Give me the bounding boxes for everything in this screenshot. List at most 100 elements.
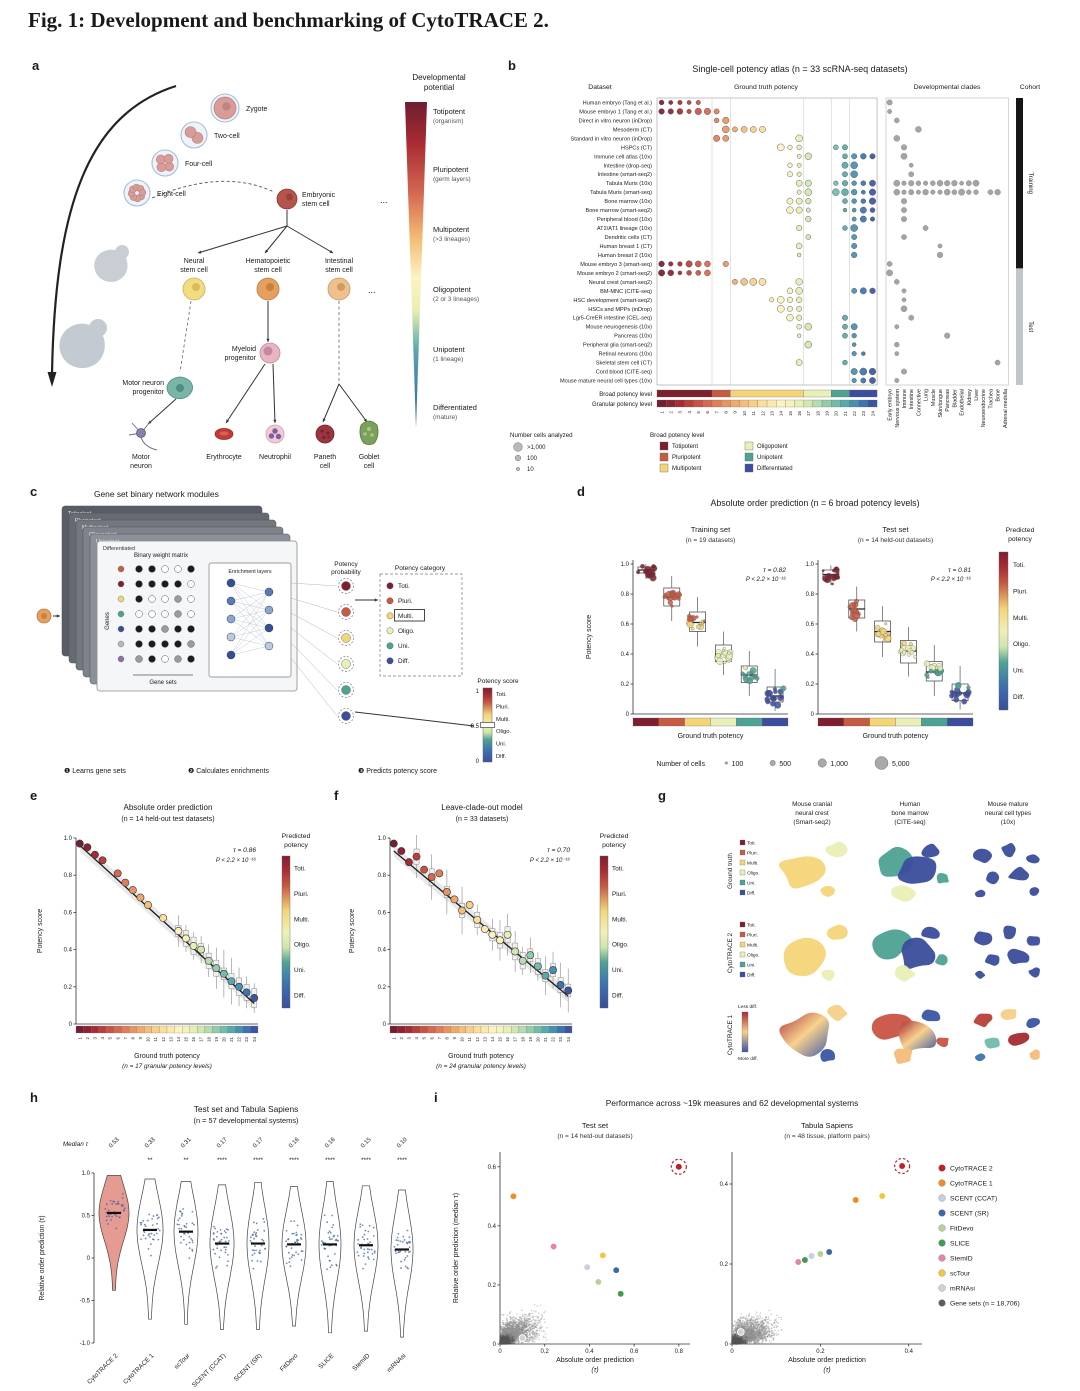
method-label: FitDevo	[279, 1352, 300, 1373]
cloud-point	[526, 1333, 529, 1335]
cloud-point	[512, 1332, 515, 1334]
legend-item: Diff.	[294, 992, 305, 999]
cloud-point	[525, 1325, 527, 1328]
cell-point	[961, 698, 968, 705]
violin-point	[224, 1240, 227, 1243]
violin-point	[259, 1249, 261, 1252]
umap-blob	[936, 1037, 949, 1048]
cloud-point	[524, 1324, 527, 1327]
step-1: ❶ Learns gene sets	[64, 767, 126, 775]
umap-blob	[1026, 854, 1040, 864]
cloud-point	[501, 1328, 503, 1331]
cloud-point	[503, 1328, 505, 1331]
cloud-point	[529, 1329, 532, 1331]
granular-strip	[427, 1025, 436, 1034]
violin-point	[331, 1226, 334, 1229]
clade-label: Immune	[902, 389, 908, 408]
violin-point	[146, 1219, 149, 1222]
cloud-point	[517, 1330, 520, 1333]
cloud-point	[516, 1325, 519, 1328]
cloud-point	[508, 1324, 511, 1327]
cloud-point	[504, 1328, 506, 1330]
cloud-point	[507, 1332, 509, 1335]
legend-item: Multi.	[612, 916, 627, 923]
potency-dot	[695, 270, 702, 276]
tau-value: τ = 0.70	[547, 847, 570, 854]
violin-point	[107, 1209, 110, 1212]
cloud-point	[535, 1319, 537, 1321]
cloud-point	[540, 1317, 543, 1320]
cloud-point	[525, 1329, 528, 1332]
mini-legend-swatch	[739, 869, 746, 876]
cell-point	[764, 690, 772, 697]
violin-point	[292, 1232, 295, 1235]
cell-point	[715, 652, 721, 658]
cloud-point	[515, 1331, 517, 1333]
granular-bar-segment	[831, 399, 841, 408]
mini-legend-label: Multi.	[747, 943, 758, 949]
cloud-point	[503, 1333, 505, 1335]
cloud-point	[513, 1318, 515, 1321]
violin	[390, 1189, 414, 1338]
cloud-point	[525, 1321, 527, 1324]
cloud-point	[522, 1328, 524, 1331]
violin-point	[223, 1236, 226, 1239]
cloud-point	[511, 1336, 514, 1339]
cloud-point	[506, 1330, 509, 1333]
clade-dot	[936, 180, 944, 187]
cloud-point	[502, 1331, 504, 1334]
cloud-point	[517, 1324, 520, 1327]
granular-strip	[106, 1025, 115, 1034]
potency-dot	[851, 234, 858, 240]
violin-point	[293, 1220, 296, 1223]
cloud-point	[510, 1330, 513, 1332]
violin-point	[179, 1241, 182, 1244]
potency-dot	[851, 333, 857, 339]
violin-point	[287, 1251, 290, 1254]
cell-point	[642, 568, 650, 575]
cloud-point	[514, 1337, 516, 1339]
violin-point	[156, 1222, 158, 1225]
cloud-point	[520, 1318, 523, 1320]
cloud-point	[512, 1326, 514, 1328]
y-tick: 0	[383, 1022, 387, 1028]
cloud-point	[526, 1329, 529, 1331]
motor-neuron-label: Motor	[132, 454, 151, 461]
cloud-point	[512, 1334, 515, 1336]
cloud-point	[524, 1325, 527, 1327]
violin	[353, 1185, 379, 1332]
ground-truth-strip	[947, 717, 974, 727]
cloud-point	[524, 1329, 527, 1331]
cloud-point	[517, 1318, 519, 1321]
cloud-point	[544, 1321, 546, 1323]
legend-title: potency	[1008, 536, 1032, 543]
violin-point	[366, 1251, 369, 1254]
cloud-point	[748, 1315, 750, 1318]
granular-bar-segment	[693, 399, 703, 408]
dataset-point	[503, 930, 512, 939]
cloud-point	[522, 1329, 524, 1332]
ct1-legend-gradient	[741, 1011, 749, 1053]
cell-point	[957, 691, 963, 696]
dataset-name: Bone marrow (smart-seq2)	[585, 208, 652, 214]
method-point	[612, 1266, 621, 1275]
x-tick: 21	[229, 1036, 234, 1041]
cell-point	[953, 696, 960, 703]
violin-point	[263, 1229, 266, 1232]
potency-dot	[859, 287, 867, 295]
cloud-point	[512, 1332, 514, 1334]
potency-dot	[851, 251, 858, 259]
cloud-point	[523, 1326, 525, 1329]
cloud-point	[524, 1320, 527, 1322]
broad-legend-swatch	[744, 441, 754, 451]
cloud-point	[529, 1320, 531, 1322]
cloud-point	[523, 1331, 526, 1333]
potency-dot	[795, 242, 803, 250]
cloud-point	[520, 1332, 523, 1334]
granular-tick: 15	[788, 411, 793, 417]
violin-point	[330, 1238, 333, 1240]
method-label: mRNAsi	[386, 1352, 408, 1374]
cloud-point	[512, 1333, 515, 1336]
violin-point	[296, 1240, 298, 1243]
violin-point	[256, 1260, 259, 1262]
